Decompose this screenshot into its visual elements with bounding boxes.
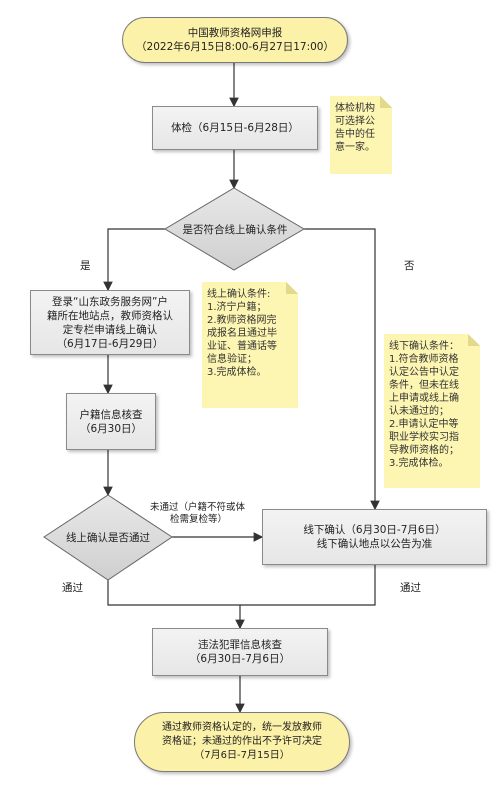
decision1-shape (164, 187, 305, 271)
note-physical-exam-fold (380, 96, 392, 108)
note-offline-conditions: 线下确认条件： 1.符合教师资格 认定公告中认定 条件，但未在线 上申请或线上确… (384, 334, 480, 488)
decision2-shape (43, 494, 173, 581)
criminal-check-line1: 违法犯罪信息核查 (198, 639, 282, 651)
online-register-node: 登录“山东政务服务网”户 籍所在地站点，教师资格认 定专栏申请线上确认 （6月1… (30, 290, 190, 355)
no-label: 否 (404, 260, 415, 272)
not-passed-line2: 检需复检等） (170, 514, 228, 525)
household-check-line2: （6月30日） (79, 422, 143, 435)
offline-confirm-line2: 线下确认地点以公告为准 (316, 538, 433, 550)
yes-label: 是 (80, 260, 91, 272)
decision1-label: 是否符合线上确认条件 (182, 224, 288, 236)
note-physical-exam: 体检机构 可选择公 告中的任 意一家。 (330, 96, 392, 174)
note-online-conditions-fold (286, 282, 298, 294)
physical-exam-node: 体检（6月15日-6月28日） (152, 106, 318, 150)
not-passed-line1: 未通过（户籍不符或体 (150, 502, 246, 513)
not-passed-label: 未通过（户籍不符或体 检需复检等） (150, 502, 270, 526)
online-register-line4: （6月17日-6月29日） (56, 337, 164, 350)
start-line2: （2022年6月15日8:00-6月27日17:00） (136, 41, 334, 53)
end-line1: 通过教师资格认定的，统一发放教师 (162, 722, 322, 733)
decision2-label: 线上确认是否通过 (66, 532, 150, 544)
online-register-line3: 定专栏申请线上确认 (62, 323, 158, 336)
household-check-line1: 户籍信息核查 (79, 408, 143, 421)
household-check-node: 户籍信息核查 （6月30日） (66, 393, 156, 450)
passed-left-label: 通过 (62, 582, 83, 594)
note-online-conditions: 线上确认条件: 1.济宁户籍； 2.教师资格网完 成报名且通过毕 业证、普通话等… (202, 282, 298, 408)
criminal-check-line2: （6月30日-7月6日） (189, 653, 291, 665)
end-line3: （7月6日-7月15日） (194, 750, 290, 761)
note-offline-conditions-fold (468, 334, 480, 346)
offline-confirm-node: 线下确认（6月30日-7月6日） 线下确认地点以公告为准 (262, 509, 487, 565)
start-line1: 中国教师资格网申报 (187, 27, 283, 39)
start-node: 中国教师资格网申报 （2022年6月15日8:00-6月27日17:00） (122, 17, 348, 63)
online-register-line1: 登录“山东政务服务网”户 (52, 295, 168, 308)
end-line2: 资格证；未通过的作出不予许可决定 (162, 736, 322, 747)
criminal-check-node: 违法犯罪信息核查 （6月30日-7月6日） (152, 628, 328, 676)
edge-decision2-passed (107, 580, 245, 630)
end-node: 通过教师资格认定的，统一发放教师 资格证；未通过的作出不予许可决定 （7月6日-… (134, 712, 350, 772)
edge-decision1-yes (103, 228, 165, 292)
passed-right-label: 通过 (400, 582, 421, 594)
online-register-line2: 籍所在地站点，教师资格认 (47, 309, 173, 322)
offline-confirm-line1: 线下确认（6月30日-7月6日） (303, 524, 446, 536)
physical-exam-text: 体检（6月15日-6月28日） (171, 122, 299, 134)
edge-offline-passed (240, 565, 376, 606)
edge-decision1-no (304, 228, 380, 511)
